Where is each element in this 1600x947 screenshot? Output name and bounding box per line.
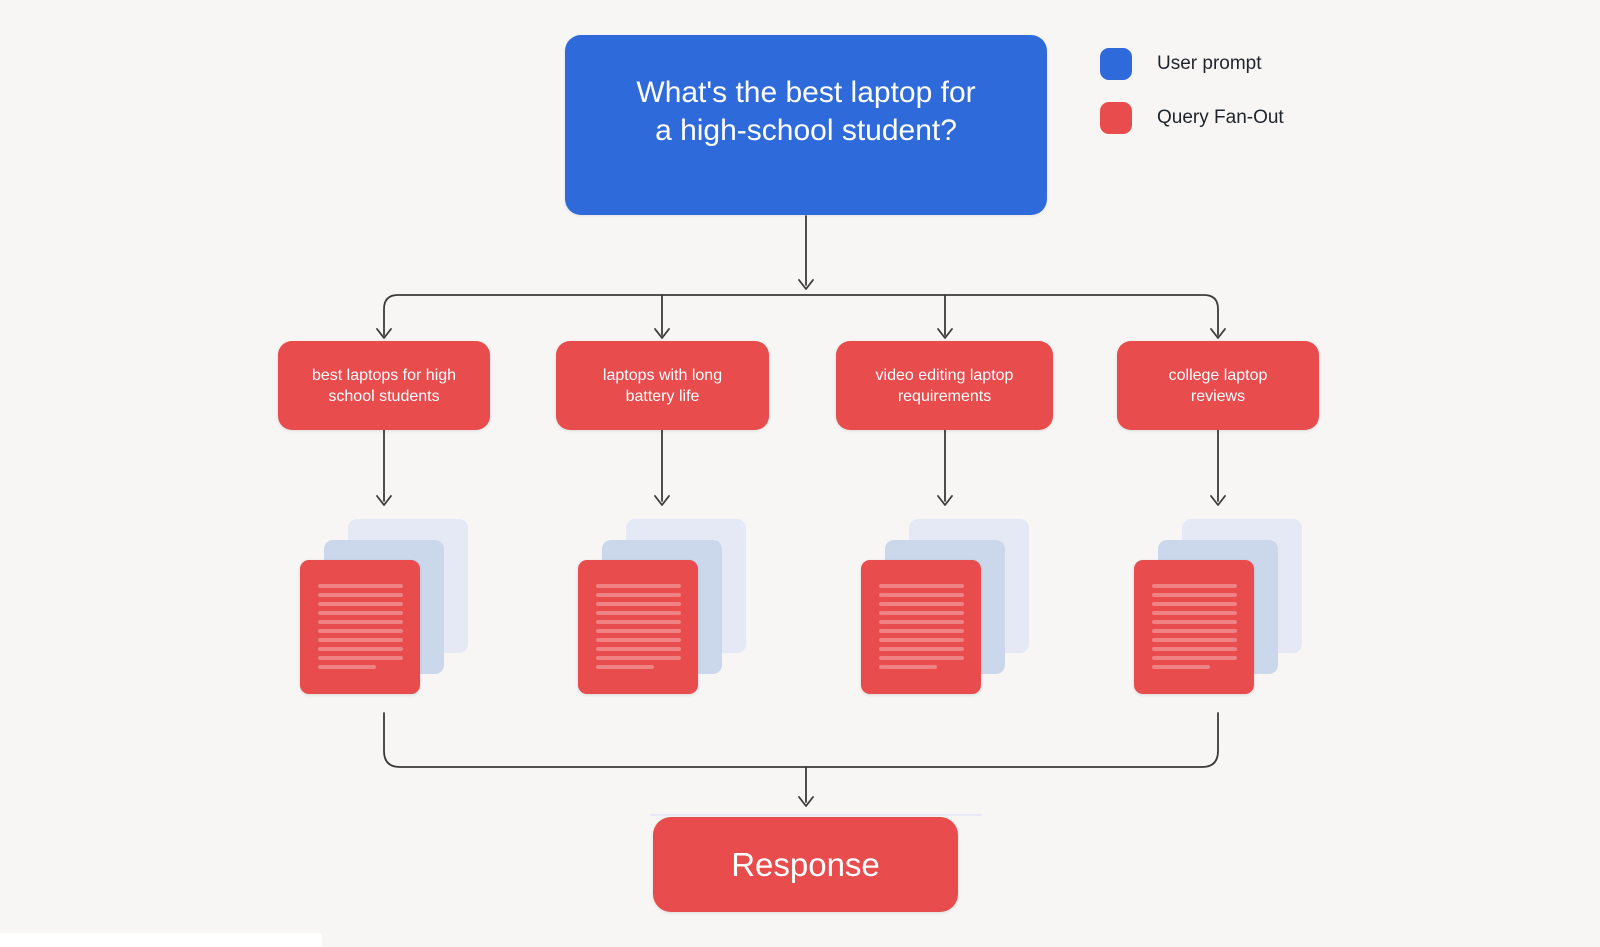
query-label: college laptop reviews	[1168, 366, 1268, 405]
arrowhead-query-1	[376, 328, 392, 339]
document-card-front-icon	[300, 560, 420, 694]
response-top-highlight	[650, 814, 982, 816]
arrowhead-docs-3	[937, 495, 953, 506]
response-node: Response	[653, 817, 958, 912]
user-prompt-node: What's the best laptop for a high-school…	[565, 35, 1047, 215]
query-node-2: laptops with long battery life	[556, 341, 769, 430]
response-label: Response	[731, 845, 880, 883]
document-text-lines	[596, 584, 681, 669]
bottom-left-white-strip	[0, 933, 322, 947]
document-text-lines	[318, 584, 403, 669]
arrowhead-response	[798, 796, 814, 807]
document-card-front-icon	[861, 560, 981, 694]
legend-item-user-prompt: User prompt	[1100, 48, 1284, 80]
document-text-lines	[879, 584, 964, 669]
query-node-3: video editing laptop requirements	[836, 341, 1053, 430]
document-stack-2	[578, 519, 746, 694]
document-stack-4	[1134, 519, 1302, 694]
query-fanout-swatch	[1100, 102, 1132, 134]
user-prompt-line-1: What's the best laptop for	[636, 76, 976, 109]
document-stack-1	[300, 519, 468, 694]
query-node-1: best laptops for high school students	[278, 341, 490, 430]
query-label: laptops with long battery life	[602, 366, 723, 405]
arrowhead-docs-2	[654, 495, 670, 506]
legend-item-query-fanout: Query Fan-Out	[1100, 102, 1284, 134]
document-card-front-icon	[578, 560, 698, 694]
document-stack-3	[861, 519, 1029, 694]
merge-bracket	[383, 712, 1219, 768]
arrowhead-query-2	[654, 328, 670, 339]
arrowhead-prompt	[798, 279, 814, 290]
document-card-front-icon	[1134, 560, 1254, 694]
query-label: best laptops for high school students	[311, 366, 457, 405]
user-prompt-line-2: a high-school student?	[655, 114, 957, 147]
legend-label: Query Fan-Out	[1157, 107, 1284, 128]
document-text-lines	[1152, 584, 1237, 669]
arrowhead-query-4	[1210, 328, 1226, 339]
query-node-4: college laptop reviews	[1117, 341, 1319, 430]
user-prompt-swatch	[1100, 48, 1132, 80]
query-label: video editing laptop requirements	[875, 366, 1014, 405]
arrowhead-docs-4	[1210, 495, 1226, 506]
arrowhead-query-3	[937, 328, 953, 339]
arrowhead-docs-1	[376, 495, 392, 506]
legend: User prompt Query Fan-Out	[1100, 48, 1284, 134]
fanout-bracket	[383, 294, 1219, 336]
legend-label: User prompt	[1157, 53, 1262, 74]
